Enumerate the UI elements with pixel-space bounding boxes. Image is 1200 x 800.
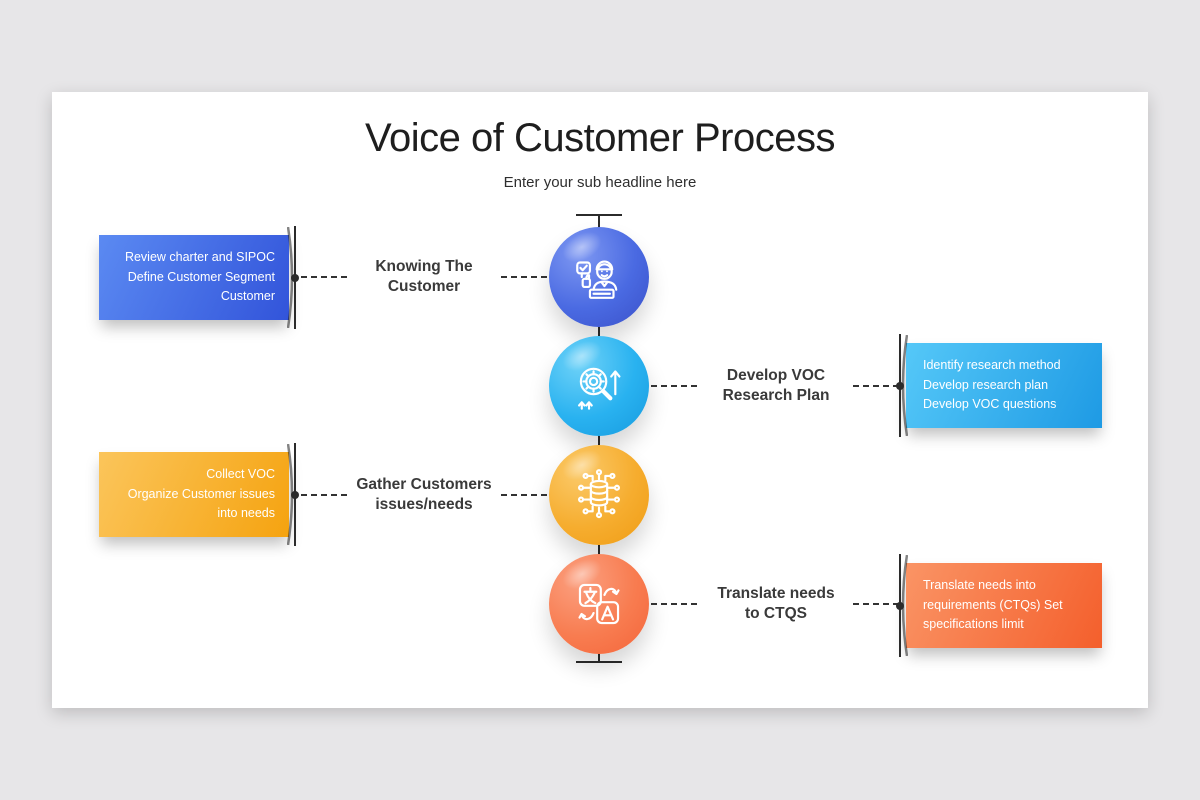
step-circle-translate [549,554,649,654]
slide: Voice of Customer Process Enter your sub… [52,92,1148,708]
data-network-icon [577,469,621,519]
dashed-connector [301,276,347,278]
dashed-connector [501,276,547,278]
connector-pole [896,334,904,437]
spine-cap-top [576,214,622,216]
connector-dot [896,381,904,390]
step-circle-customer [549,227,649,327]
connector-pole [291,443,299,546]
step-box-knowing-customer: Review charter and SIPOC Define Customer… [99,226,299,329]
box-text-line: Customer [220,289,275,304]
box-text-line: Translate needs into [923,578,1036,593]
step-label-knowing-customer: Knowing The Customer [375,258,473,296]
box-text-line: requirements (CTQs) Set [923,597,1063,612]
step-box-collect-voc: Collect VOC Organize Customer issues int… [99,443,299,546]
dashed-connector [853,603,899,605]
step-circle-data [549,445,649,545]
step-circle-research [549,336,649,436]
step-label-gather-customers: Gather Customers issues/needs [356,476,492,514]
box-text-line: specifications limit [923,617,1024,632]
page-title: Voice of Customer Process [365,116,835,160]
dashed-connector [301,494,347,496]
step-box-translate-needs: Translate needs into requirements (CTQs)… [896,554,1102,657]
dashed-connector [651,385,697,387]
translate-icon [578,583,620,625]
timeline-spine [598,215,600,663]
box-text-line: Develop research plan [923,377,1049,392]
box-text-line: Review charter and SIPOC [124,250,275,265]
box-text-line: Organize Customer issues [127,486,275,501]
box-text-line: Collect VOC [206,467,275,482]
step-label-translate-needs: Translate needs to CTQS [717,585,835,623]
box-text-line: Define Customer Segment [127,269,275,284]
box-text-line: Identify research method [923,358,1061,373]
dashed-connector [501,494,547,496]
spine-cap-bottom [576,661,622,663]
connector-dot [291,273,299,282]
research-icon [577,367,621,410]
step-label-develop-voc: Develop VOC Research Plan [722,367,830,405]
connector-dot [291,490,299,499]
customer-icon [576,260,618,299]
box-text-line: Develop VOC questions [923,397,1057,412]
connector-pole [291,226,299,329]
connector-pole [896,554,904,657]
step-box-develop-voc: Identify research method Develop researc… [896,334,1102,437]
dashed-connector [853,385,899,387]
connector-dot [896,601,904,610]
dashed-connector [651,603,697,605]
box-text-line: into needs [217,506,275,521]
page-subtitle: Enter your sub headline here [503,174,697,191]
